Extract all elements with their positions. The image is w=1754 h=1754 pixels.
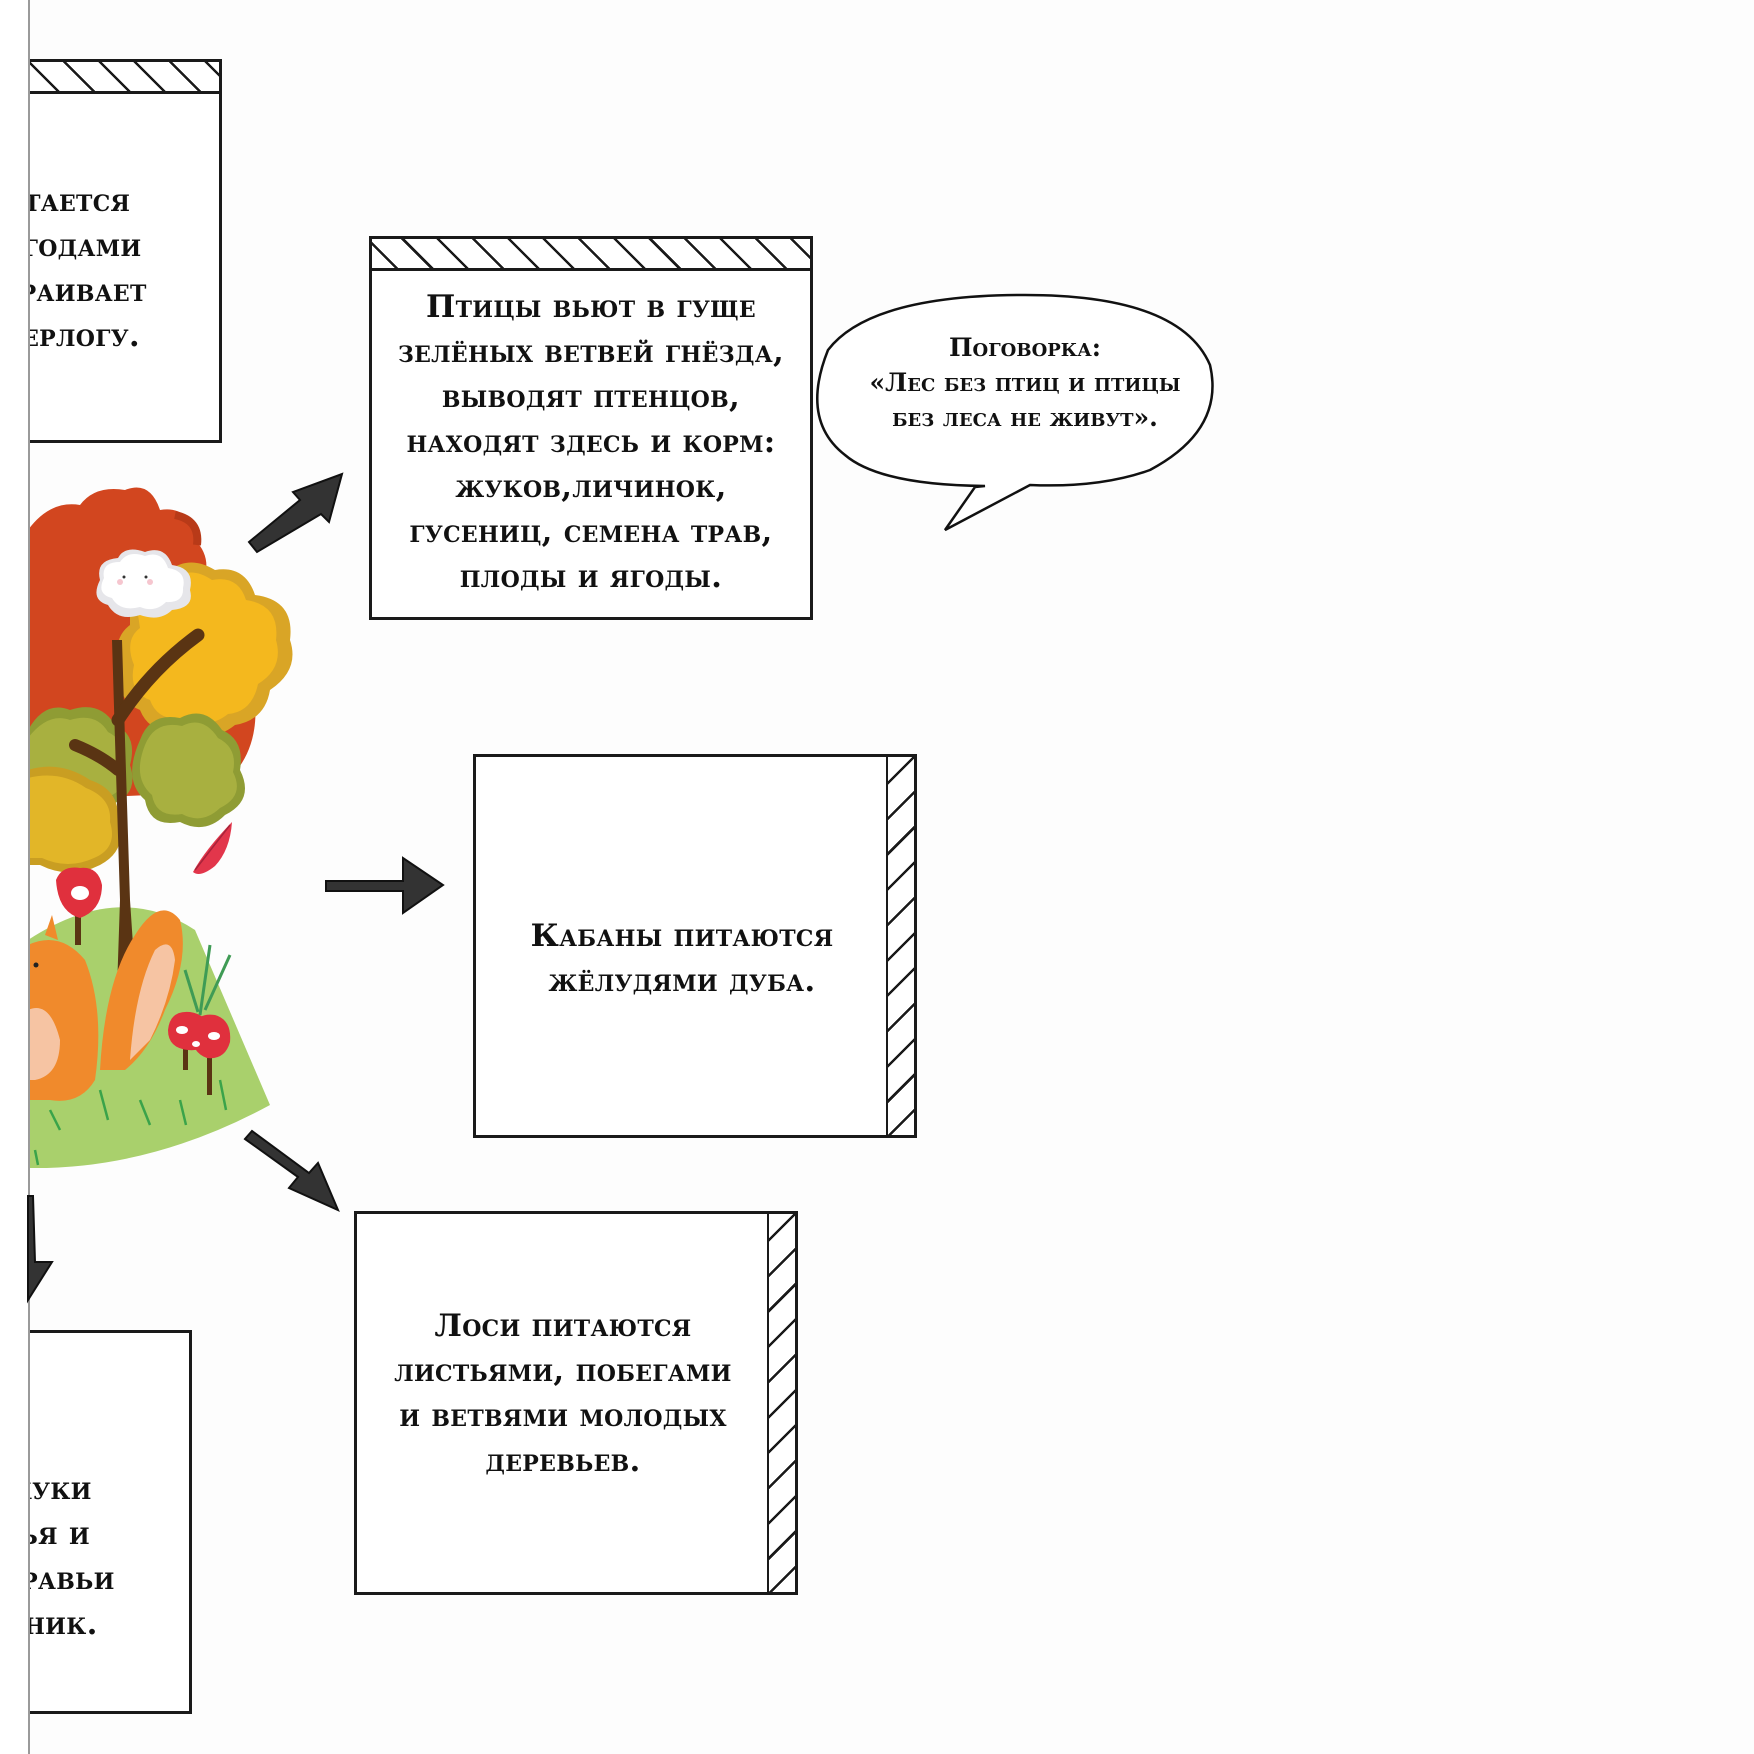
grass-blades	[33, 1079, 228, 1166]
card-bear: итается ягодами траивает берлогу.	[0, 59, 222, 443]
text-line: Кабаны питаются	[530, 918, 834, 954]
tree-illustration	[28, 487, 293, 1169]
card-moose-text: Лоси питаются листьями, побегами и ветвя…	[357, 1304, 769, 1484]
text-line: йник.	[3, 1606, 98, 1642]
proverb-line: «Лес без птиц и птицы	[869, 368, 1181, 397]
text-line: жуки	[3, 1471, 92, 1507]
text-line: гусениц, семена трав,	[409, 514, 773, 550]
text-line: зелёных ветвей гнёзда,	[397, 334, 785, 370]
text-line: Птицы вьют в гуще	[426, 289, 756, 325]
card-boars: Кабаны питаются жёлудями дуба.	[473, 754, 917, 1138]
proverb-line: без леса не живут».	[892, 403, 1158, 432]
cloud-icon	[96, 549, 191, 618]
text-line: итается	[3, 183, 131, 219]
card-bear-text: итается ягодами траивает берлогу.	[3, 179, 219, 359]
text-line: Лоси питаются	[434, 1308, 692, 1344]
text-line: находят здесь и корм:	[406, 424, 776, 460]
text-line: листьями, побегами	[394, 1353, 732, 1389]
text-line: уравьи	[3, 1561, 115, 1597]
card-hatch-right	[767, 1214, 795, 1592]
card-hatch-right	[886, 757, 914, 1135]
card-insects-text: жуки тья и уравьи йник.	[3, 1467, 189, 1647]
arrow-down-icon	[27, 1195, 54, 1304]
text-line: жуков,личинок,	[455, 469, 727, 505]
text-line: берлогу.	[3, 318, 140, 354]
card-hatch-top	[0, 62, 219, 94]
proverb-text: Поговорка: «Лес без птиц и птицы без лес…	[835, 330, 1215, 435]
card-birds: Птицы вьют в гуще зелёных ветвей гнёзда,…	[369, 236, 813, 620]
text-line: выводят птенцов,	[441, 379, 741, 415]
page-margin	[0, 0, 28, 1754]
text-line: и ветвями молодых	[399, 1398, 727, 1434]
text-line: жёлудями дуба.	[548, 963, 816, 999]
card-birds-text: Птицы вьют в гуще зелёных ветвей гнёзда,…	[372, 285, 810, 600]
leaf-icon	[193, 822, 232, 874]
arrow-right-icon	[325, 856, 445, 915]
mushroom-cluster-icon	[168, 1011, 231, 1095]
card-boars-text: Кабаны питаются жёлудями дуба.	[476, 914, 888, 1004]
text-line: траивает	[3, 273, 147, 309]
proverb-title: Поговорка:	[948, 333, 1102, 362]
card-hatch-top	[372, 239, 810, 271]
squirrel-icon	[28, 910, 183, 1101]
text-line: ягодами	[3, 228, 142, 264]
text-line: плоды и ягоды.	[459, 559, 723, 595]
text-line: тья и	[3, 1516, 91, 1552]
plant-icon	[183, 944, 232, 1016]
page-edge-line	[28, 0, 30, 1754]
text-line: деревьев.	[485, 1443, 641, 1479]
card-moose: Лоси питаются листьями, побегами и ветвя…	[354, 1211, 798, 1595]
mushroom-icon	[56, 867, 102, 945]
